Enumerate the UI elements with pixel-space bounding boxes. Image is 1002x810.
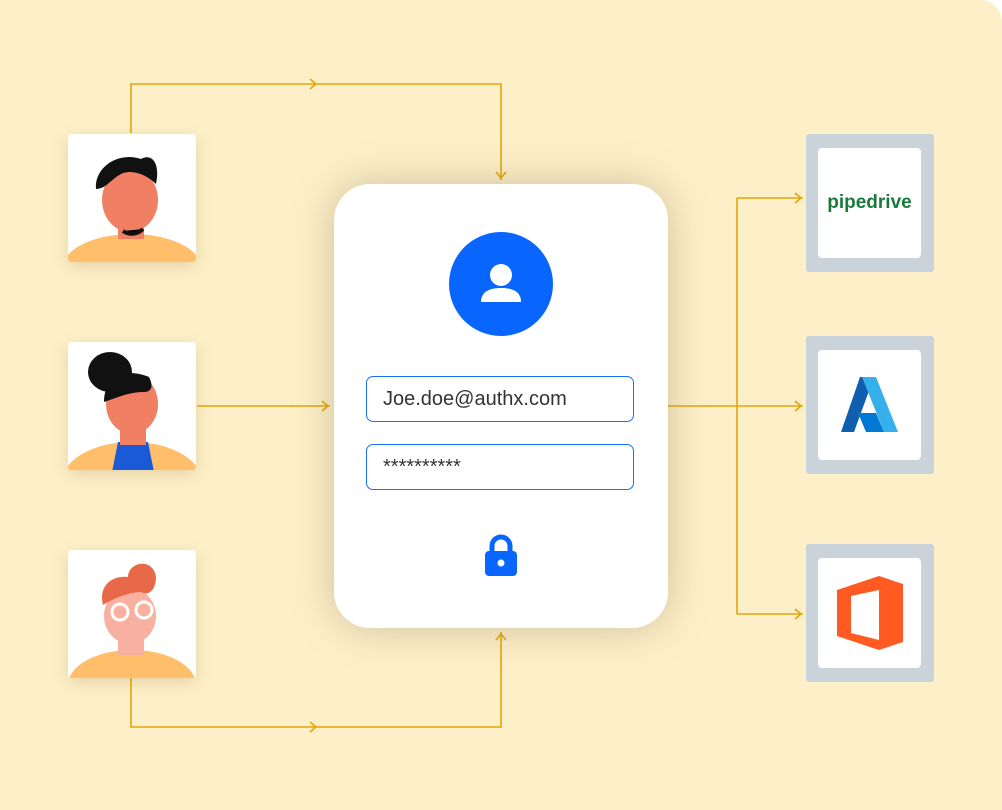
azure-app[interactable] (806, 336, 934, 474)
user-icon (449, 232, 553, 336)
azure-logo-icon (840, 377, 898, 432)
office-app[interactable] (806, 544, 934, 682)
pipedrive-app[interactable]: pipedrive (806, 134, 934, 272)
lock-icon (485, 534, 517, 576)
password-input[interactable]: ********** (366, 444, 634, 490)
user-avatar-2 (68, 342, 196, 470)
email-input[interactable]: Joe.doe@authx.com (366, 376, 634, 422)
login-card: Joe.doe@authx.com ********** (334, 184, 668, 628)
office-logo-icon (836, 576, 903, 650)
pipedrive-logo: pipedrive (827, 192, 912, 213)
user-avatar-1 (68, 134, 196, 262)
user-avatar-3 (68, 550, 196, 678)
